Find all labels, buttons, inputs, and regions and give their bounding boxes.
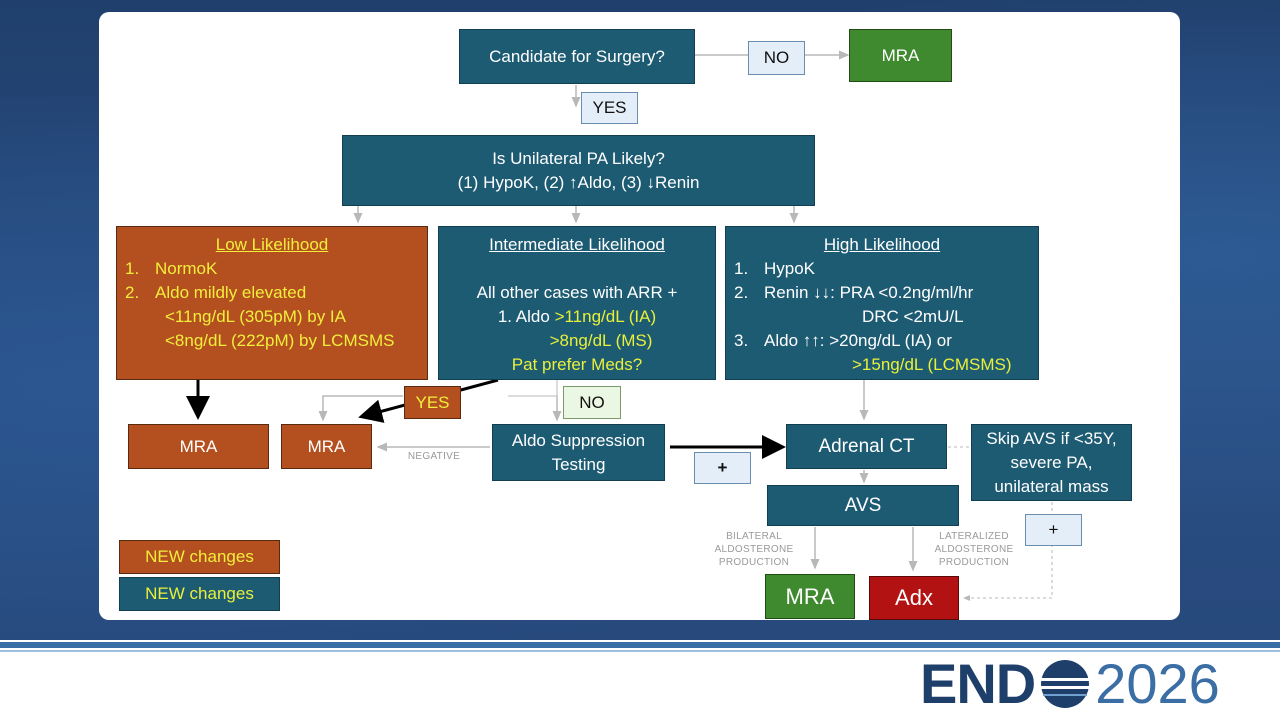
low-item-2b: <8ng/dL (222pM) by LCMSMS (165, 331, 395, 350)
yes-mid-text: YES (415, 392, 450, 412)
low-item-2: Aldo mildly elevated (155, 283, 307, 302)
logo-brand-text: END (920, 652, 1036, 715)
no-mid-text: NO (579, 392, 605, 412)
mra-mid-text: MRA (307, 436, 346, 456)
logo-year-text: 2026 (1095, 652, 1220, 715)
no-label-top: NO (748, 41, 805, 75)
adrenal-ct-box: Adrenal CT (786, 424, 947, 469)
unilateral-pa-box: Is Unilateral PA Likely? (1) HypoK, (2) … (342, 135, 815, 206)
candidate-for-surgery-text: Candidate for Surgery? (489, 46, 665, 66)
intermediate-aldo-prefix: 1. Aldo (497, 307, 555, 326)
legend-orange: NEW changes (119, 540, 280, 574)
plus-label-right: + (1025, 514, 1082, 546)
intermediate-aldo-ia: >11ng/dL (IA) (554, 307, 657, 326)
high-item-3b: >15ng/dL (LCMSMS) (852, 355, 1012, 374)
avs-text: AVS (844, 494, 882, 516)
low-item-1: NormoK (155, 259, 218, 278)
low-item-2a: <11ng/dL (305pM) by IA (165, 307, 346, 326)
unilateral-pa-question: Is Unilateral PA Likely? (492, 148, 665, 168)
mra-bottom-box: MRA (765, 574, 855, 619)
aldo-suppression-text: Aldo Suppression Testing (511, 430, 646, 474)
legend-teal: NEW changes (119, 577, 280, 611)
aldo-suppression-box: Aldo Suppression Testing (492, 424, 665, 481)
high-item-2: Renin ↓↓: PRA <0.2ng/ml/hr (764, 283, 974, 302)
plus-mid-text: + (717, 458, 728, 477)
mra-bottom-text: MRA (785, 583, 835, 609)
lateralized-label: LATERALIZED ALDOSTERONE PRODUCTION (934, 531, 1014, 568)
avs-box: AVS (767, 485, 959, 526)
yes-label-top-text: YES (592, 98, 627, 117)
adx-box: Adx (869, 576, 959, 620)
yes-mid-label: YES (404, 386, 461, 419)
mra-top-box: MRA (849, 29, 952, 82)
globe-icon (1041, 660, 1090, 708)
mra-top-text: MRA (881, 45, 920, 65)
intermediate-meds-question: Pat prefer Meds? (511, 355, 643, 374)
high-item-2b: DRC <2mU/L (862, 307, 964, 326)
low-likelihood-title: Low Likelihood (215, 235, 329, 254)
bilateral-label: BILATERAL ALDOSTERONE PRODUCTION (714, 531, 794, 568)
footer-rule (0, 642, 1280, 648)
adrenal-ct-text: Adrenal CT (818, 435, 915, 457)
negative-label: NEGATIVE (407, 451, 461, 462)
intermediate-line-1: All other cases with ARR + (476, 283, 678, 302)
high-item-1: HypoK (764, 259, 816, 278)
plus-right-text: + (1048, 520, 1059, 539)
skip-avs-box: Skip AVS if <35Y, severe PA, unilateral … (971, 424, 1132, 501)
candidate-for-surgery-box: Candidate for Surgery? (459, 29, 695, 84)
adx-text: Adx (895, 585, 933, 610)
no-mid-label: NO (563, 386, 621, 419)
endo-2026-logo: END 2026 (920, 656, 1220, 712)
yes-label-top: YES (581, 92, 638, 124)
footer-rule-thin (0, 650, 1280, 652)
intermediate-likelihood-box: Intermediate Likelihood All other cases … (438, 226, 716, 380)
unilateral-pa-criteria: (1) HypoK, (2) ↑Aldo, (3) ↓Renin (457, 172, 700, 192)
plus-label-mid: + (694, 452, 751, 484)
no-label-top-text: NO (763, 48, 790, 67)
high-item-3: Aldo ↑↑: >20ng/dL (IA) or (764, 331, 952, 350)
high-likelihood-title: High Likelihood (823, 235, 941, 254)
mra-left-text: MRA (179, 436, 218, 456)
intermediate-aldo-ms: >8ng/dL (MS) (549, 331, 653, 350)
mra-left-box: MRA (128, 424, 269, 469)
low-likelihood-box: Low Likelihood 1.NormoK 2.Aldo mildly el… (116, 226, 428, 380)
mra-mid-box: MRA (281, 424, 372, 469)
skip-avs-text: Skip AVS if <35Y, severe PA, unilateral … (986, 428, 1117, 496)
intermediate-likelihood-title: Intermediate Likelihood (489, 235, 665, 254)
legend-teal-text: NEW changes (145, 584, 254, 603)
high-likelihood-box: High Likelihood 1.HypoK 2.Renin ↓↓: PRA … (725, 226, 1039, 380)
legend-orange-text: NEW changes (145, 547, 254, 566)
